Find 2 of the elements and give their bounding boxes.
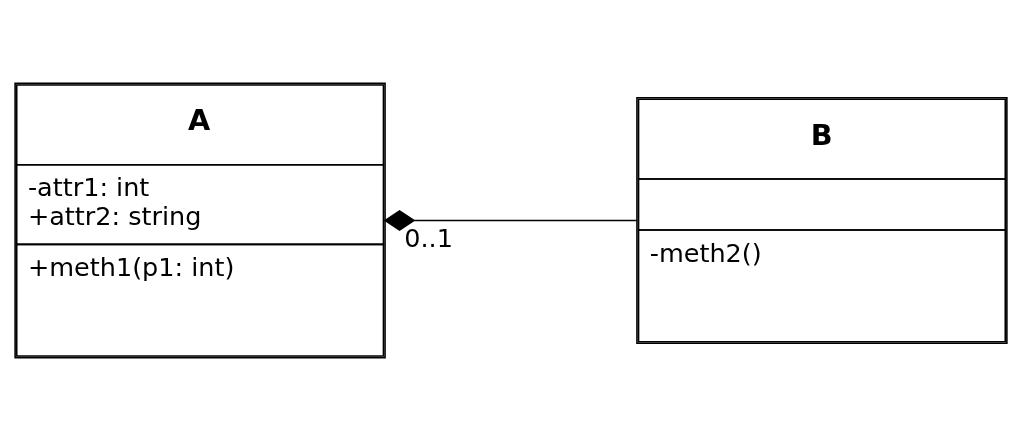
edge-label: 0..1 [404, 222, 453, 253]
connector [383, 209, 638, 231]
